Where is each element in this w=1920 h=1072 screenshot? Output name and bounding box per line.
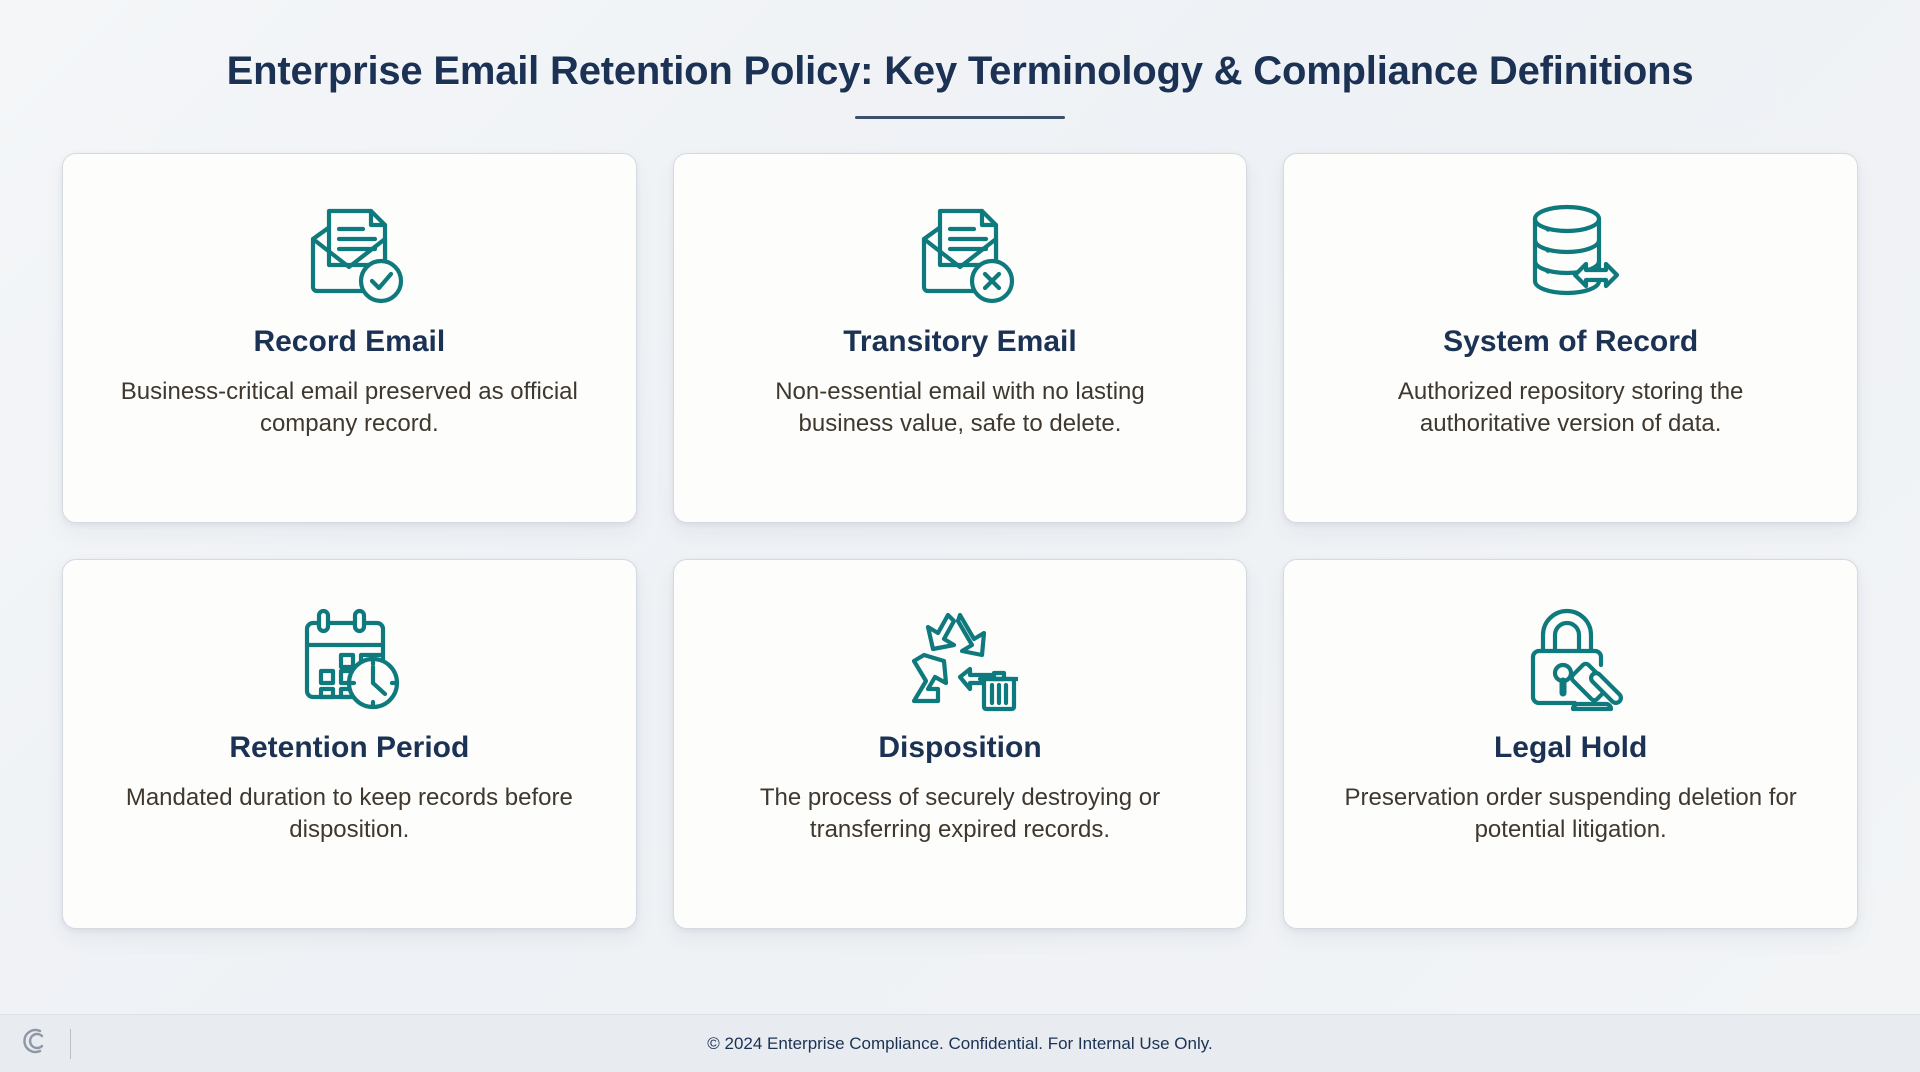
definition-card-record-email[interactable]: Record Email Business-critical email pre… bbox=[62, 153, 637, 523]
page-title: Enterprise Email Retention Policy: Key T… bbox=[226, 49, 1694, 93]
card-description: Preservation order suspending deletion f… bbox=[1344, 784, 1797, 844]
card-title: Transitory Email bbox=[843, 325, 1077, 358]
lock-gavel-icon bbox=[1513, 594, 1629, 720]
definitions-grid-wrapper: Record Email Business-critical email pre… bbox=[0, 119, 1920, 1014]
definition-card-system-of-record[interactable]: System of Record Authorized repository s… bbox=[1283, 153, 1858, 523]
double-c-logo bbox=[18, 1024, 52, 1063]
definition-card-transitory-email[interactable]: Transitory Email Non-essential email wit… bbox=[672, 153, 1248, 523]
card-description: Authorized repository storing the author… bbox=[1397, 378, 1744, 438]
footer-copyright-text: © 2024 Enterprise Compliance. Confidenti… bbox=[707, 1033, 1213, 1053]
card-title: Retention Period bbox=[229, 731, 470, 764]
definition-card-retention-period[interactable]: Retention Period Mandated duration to ke… bbox=[62, 559, 637, 929]
database-exchange-icon bbox=[1513, 188, 1629, 314]
definitions-grid: Record Email Business-critical email pre… bbox=[62, 153, 1858, 929]
header: Enterprise Email Retention Policy: Key T… bbox=[0, 0, 1920, 119]
definition-card-legal-hold[interactable]: Legal Hold Preservation order suspending… bbox=[1283, 559, 1858, 929]
footer-brand bbox=[0, 1024, 71, 1063]
card-description: Business-critical email preserved as off… bbox=[120, 378, 578, 438]
card-title: Disposition bbox=[878, 731, 1042, 764]
title-underline-rule bbox=[855, 116, 1065, 119]
definition-card-disposition[interactable]: Disposition The process of securely dest… bbox=[672, 559, 1248, 929]
card-title: Legal Hold bbox=[1493, 731, 1648, 764]
recycle-trash-icon bbox=[902, 594, 1018, 720]
footer-divider bbox=[70, 1028, 71, 1059]
card-description: Non-essential email with no lasting busi… bbox=[775, 378, 1145, 438]
card-title: System of Record bbox=[1443, 325, 1699, 358]
calendar-clock-icon bbox=[291, 594, 407, 720]
card-description: Mandated duration to keep records before… bbox=[125, 784, 573, 844]
card-description: The process of securely destroying or tr… bbox=[759, 784, 1161, 844]
card-title: Record Email bbox=[253, 325, 446, 358]
footer: © 2024 Enterprise Compliance. Confidenti… bbox=[0, 1014, 1920, 1072]
transitory-email-icon bbox=[902, 188, 1018, 314]
record-email-icon bbox=[291, 188, 407, 314]
